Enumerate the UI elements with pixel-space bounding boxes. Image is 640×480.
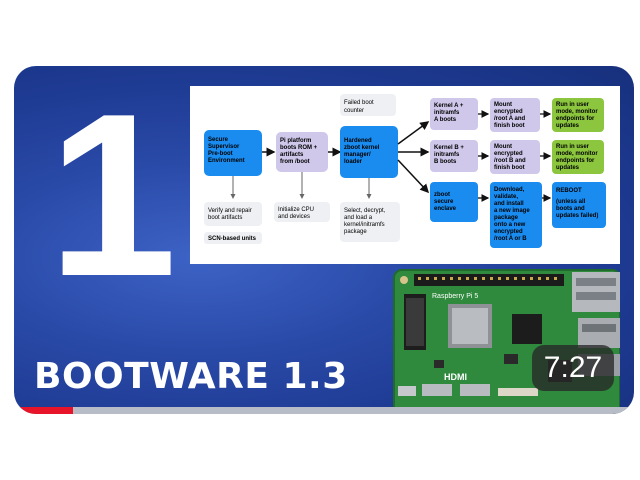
pi-platform-box xyxy=(276,132,328,172)
duration-badge: 7:27 xyxy=(532,345,614,391)
hdmi-label: HDMI xyxy=(444,372,467,382)
hardened-zboot-box xyxy=(340,126,398,178)
verify-repair-text: Verify and repair boot artifacts xyxy=(208,208,253,221)
kernel-b-box xyxy=(430,140,478,172)
watch-progress-fill xyxy=(14,407,73,414)
run-b-box xyxy=(552,140,604,174)
video-title: BOOTWARE 1.3 xyxy=(34,356,348,397)
run-a-text: Run in user mode, monitor endpoints for … xyxy=(556,102,599,129)
reboot-box xyxy=(552,182,606,228)
mount-a-box xyxy=(490,98,540,132)
secure-supervisor-box xyxy=(204,130,262,176)
boot-flow-diagram: Secure Supervisor Pre-boot Environment V… xyxy=(190,86,620,264)
init-cpu-text: Initialize CPU and devices xyxy=(278,207,316,220)
select-decrypt-text: Select, decrypt, and load a kernel/initr… xyxy=(344,208,387,235)
hardened-zboot-text: Hardened zboot kernel manager/ loader xyxy=(344,138,381,165)
run-b-text: Run in user mode, monitor endpoints for … xyxy=(556,144,599,171)
verify-repair-box xyxy=(204,202,262,226)
raspberry-pi-board-image: Raspberry Pi 5 HDMI xyxy=(388,264,621,414)
zboot-enclave-box xyxy=(430,182,478,222)
failed-boot-box xyxy=(340,94,396,116)
failed-boot-text: Failed boot counter xyxy=(344,100,375,114)
mount-b-text: Mount encrypted /root B and finish boot xyxy=(494,144,527,171)
episode-number: 1 xyxy=(48,66,177,325)
kernel-b-text: Kernel B + initramfs B boots xyxy=(434,145,466,165)
download-install-box xyxy=(490,182,542,248)
kernel-a-box xyxy=(430,98,478,130)
board-label: Raspberry Pi 5 xyxy=(432,293,478,300)
mount-a-text: Mount encrypted /root A and finish boot xyxy=(494,102,527,129)
secure-supervisor-text: Secure Supervisor Pre-boot Environment xyxy=(208,137,245,164)
watch-progress-bar xyxy=(14,407,634,414)
zboot-enclave-text: zboot secure enclave xyxy=(434,192,457,212)
download-install-text: Download, validate, and install a new im… xyxy=(494,187,531,242)
kernel-a-text: Kernel A + initramfs A boots xyxy=(434,103,465,123)
mount-b-box xyxy=(490,140,540,174)
run-a-box xyxy=(552,98,604,132)
select-decrypt-box xyxy=(340,202,400,242)
pi-platform-text: Pi platform boots ROM + artifacts from /… xyxy=(280,138,319,165)
reboot-text: REBOOT (unless all boots and updates fai… xyxy=(556,188,598,219)
scn-label: SCN-based units xyxy=(208,236,257,242)
init-cpu-box xyxy=(274,202,330,222)
video-thumbnail[interactable]: 1 Secure Supervisor Pre-boot Environment xyxy=(14,66,634,414)
